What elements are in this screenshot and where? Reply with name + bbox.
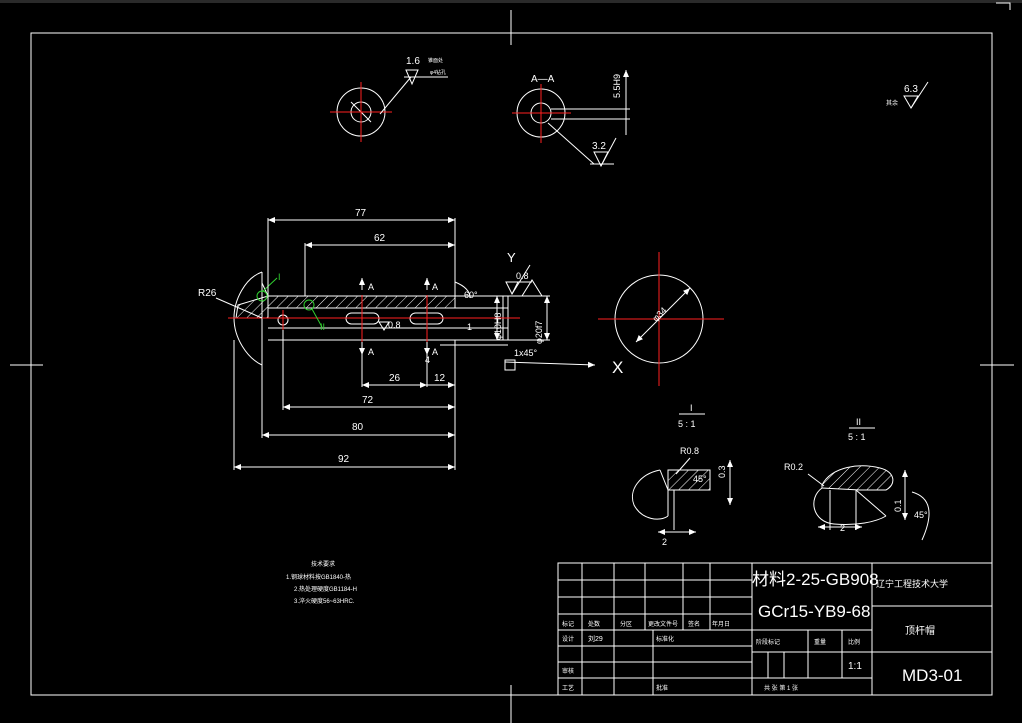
label-count: 处数	[588, 620, 600, 628]
section-aa-label: A—A	[531, 74, 555, 85]
detail-i-view: I 5 : 1 2 0.3 R0.8 45°	[632, 403, 733, 547]
label-weight: 重量	[814, 638, 826, 646]
detail-ii-angle: 45°	[914, 510, 928, 520]
dia-bore: φ10H8	[493, 313, 503, 340]
section-mark-a-3: A	[432, 282, 438, 292]
detail-i-width: 2	[662, 537, 667, 547]
dim-92: 92	[338, 454, 350, 465]
detail-i-angle: 45°	[693, 474, 707, 484]
roughness-0-8: 0.8	[516, 271, 529, 281]
angle-60: 60°	[464, 290, 478, 300]
detail-i-scale: 5 : 1	[678, 419, 696, 429]
dim-1: 1	[467, 322, 472, 332]
detail-ii-radius: R0.2	[784, 462, 803, 472]
tech-notes-title: 技术要求	[311, 560, 335, 568]
tech-note-3: 3.淬火硬度56~63HRC.	[294, 597, 355, 605]
detail-i-height: 0.3	[717, 465, 727, 478]
dia-outer: φ20f7	[534, 321, 544, 344]
tech-note-2: 2.热处理硬度GB1184-H	[294, 585, 357, 593]
sheet-border	[10, 2, 1014, 723]
dim-62: 62	[374, 233, 386, 244]
label-sign: 签名	[688, 620, 700, 628]
roughness-6-3: 6.3	[904, 84, 918, 95]
dim-26: 26	[389, 373, 401, 384]
drawing-number: MD3-01	[902, 666, 962, 685]
label-date: 年月日	[712, 620, 730, 628]
label-design-value: 刘29	[588, 634, 603, 643]
main-dimensions: 77 62 26 12 4 72 80 92 1 0.8	[233, 208, 472, 470]
detail-ii-width: 2	[840, 523, 845, 533]
detail-marker-i: I	[278, 272, 281, 282]
main-view: A A A A I II R26	[198, 271, 520, 366]
detail-i-title: I	[690, 403, 693, 413]
dim-77: 77	[355, 208, 367, 219]
detail-ii-height: 0.1	[893, 499, 903, 512]
section-mark-a-1: A	[368, 282, 374, 292]
radius-r26: R26	[198, 288, 217, 299]
dim-80: 80	[352, 422, 364, 433]
label-design: 设计	[562, 635, 574, 643]
detail-ii-scale: 5 : 1	[848, 432, 866, 442]
school-name: 辽宁工程技术大学	[876, 578, 948, 589]
section-mark-a-4: A	[432, 347, 438, 357]
main-right-annotations: 60° 0.8 Y φ10H8 φ20f7 1x45° X	[440, 250, 623, 377]
title-block: 材料2-25-GB908 GCr15-YB9-68 辽宁工程技术大学 顶杆帽 M…	[557, 562, 993, 696]
label-mark: 标记	[562, 620, 574, 628]
label-change-doc: 更改文件号	[648, 620, 678, 628]
top-strip	[0, 0, 1022, 3]
label-process: 工艺	[562, 684, 574, 692]
roughness-3-2: 3.2	[592, 141, 606, 152]
dim-72: 72	[362, 395, 374, 406]
part-name: 顶杆帽	[905, 624, 935, 637]
label-stage-mark: 阶段标记	[756, 638, 780, 646]
dim-4: 4	[425, 355, 430, 365]
detail-ii-view: II 5 : 1 2 0.1 45° R0.2	[784, 417, 930, 541]
section-aa-view: A—A 5.5H9 3.2	[512, 70, 630, 168]
label-review: 审核	[562, 667, 574, 675]
label-standardize: 标准化	[656, 635, 674, 643]
section-aa-dim: 5.5H9	[612, 74, 622, 98]
slot-roughness: 0.8	[388, 320, 401, 330]
section-mark-a-2: A	[368, 347, 374, 357]
top-left-view: 1.6 锥面处 φ4钻孔	[330, 56, 448, 142]
dim-12: 12	[434, 373, 446, 384]
general-roughness-prefix: 其余	[886, 99, 898, 107]
dia-34: φ34	[650, 305, 668, 323]
axis-x: X	[612, 358, 623, 377]
tech-notes: 技术要求 1.钢球材料按GB1840-热 2.热处理硬度GB1184-H 3.淬…	[286, 560, 357, 605]
detail-ii-title: II	[856, 417, 861, 427]
label-sheet: 共 张 第 1 张	[764, 684, 798, 692]
detail-marker-ii: II	[320, 322, 325, 332]
label-approve: 批准	[656, 684, 668, 692]
label-zone: 分区	[620, 620, 632, 628]
tech-note-1: 1.钢球材料按GB1840-热	[286, 573, 351, 581]
axis-y: Y	[507, 250, 516, 265]
material-line-1: 材料2-25-GB908	[752, 570, 879, 589]
scale-value: 1:1	[848, 661, 862, 672]
label-ratio: 比例	[848, 638, 860, 646]
general-roughness: 其余 6.3	[886, 81, 929, 109]
chamfer: 1x45°	[514, 348, 538, 358]
material-line-2: GCr15-YB9-68	[758, 602, 870, 621]
top-left-note: 锥面处	[428, 57, 443, 64]
roughness-1-6: 1.6	[406, 56, 420, 67]
top-left-note-2: φ4钻孔	[430, 69, 446, 76]
detail-i-radius: R0.8	[680, 446, 699, 456]
